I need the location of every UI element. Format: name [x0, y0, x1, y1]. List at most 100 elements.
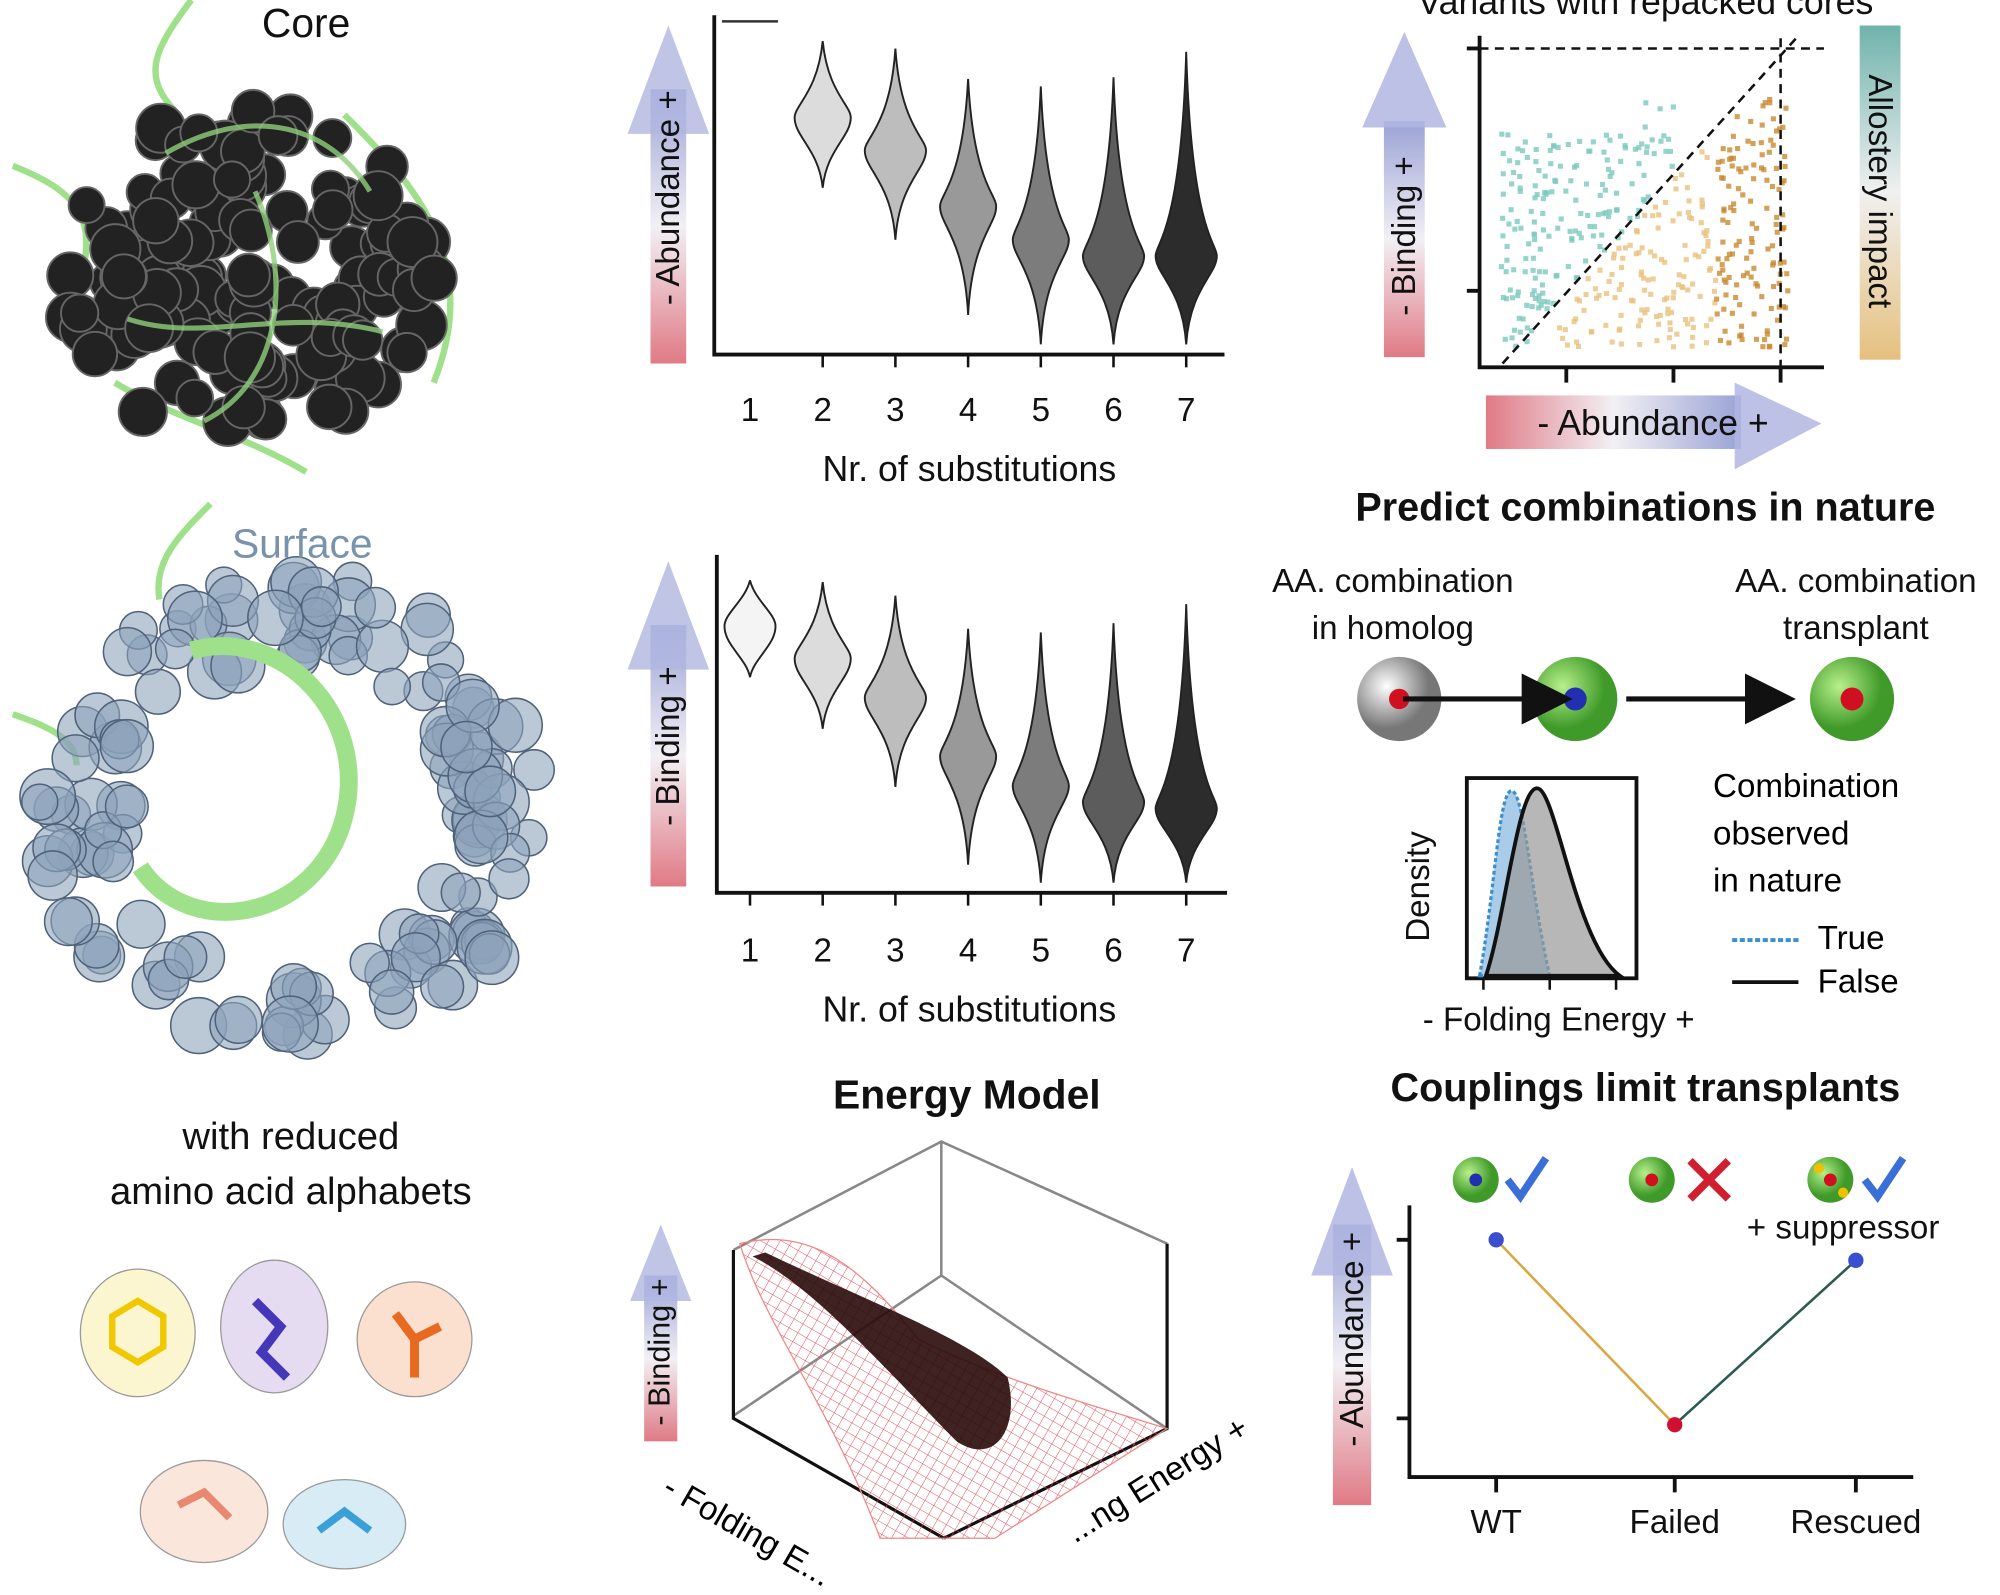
- scatter-point: [1727, 147, 1733, 153]
- scatter-point: [1699, 204, 1705, 210]
- scatter-point: [1776, 304, 1782, 310]
- scatter-point: [1720, 239, 1726, 245]
- scatter-point: [1682, 242, 1688, 248]
- scatter-point: [1656, 321, 1662, 327]
- scatter-point: [1684, 185, 1690, 191]
- energy-model-zlabel: - Binding +: [642, 1278, 678, 1426]
- abundance-arrow-head: [627, 25, 710, 134]
- scatter-point: [1611, 251, 1617, 257]
- scatter-point: [1768, 137, 1774, 143]
- surface-atom: [51, 734, 100, 783]
- scatter-point: [1529, 291, 1536, 298]
- scatter-point: [1532, 275, 1538, 281]
- scatter-point: [1618, 312, 1624, 318]
- scatter-point: [1657, 106, 1663, 112]
- scatter-point: [1748, 274, 1754, 280]
- scatter-point: [1603, 322, 1609, 328]
- scatter-point: [1717, 337, 1724, 343]
- scatter-point: [1532, 237, 1538, 243]
- scatter-point: [1652, 204, 1658, 210]
- scatter-point: [1571, 164, 1578, 170]
- scatter-point: [1779, 180, 1785, 186]
- scatter-point: [1499, 131, 1505, 137]
- scatter-point: [1739, 336, 1745, 342]
- scatter-point: [1744, 255, 1750, 261]
- scatter-point: [1574, 296, 1580, 302]
- scatter-point: [1773, 221, 1779, 228]
- scatter-point: [1781, 224, 1787, 231]
- scatter-point: [1661, 133, 1667, 139]
- scatter-point: [1711, 288, 1717, 294]
- violin-4: [939, 628, 998, 865]
- surface-atom: [390, 932, 441, 983]
- scatter-point: [1780, 304, 1786, 310]
- scatter-point: [1536, 293, 1542, 299]
- core-protein-structure: [11, 0, 458, 475]
- scatter-point: [1774, 214, 1780, 220]
- surface-label: Surface: [231, 520, 373, 567]
- scatter-point: [1574, 275, 1581, 281]
- scatter-point: [1602, 187, 1608, 193]
- scatter-point: [1651, 151, 1657, 157]
- scatter-point: [1740, 273, 1747, 279]
- alphabet-label-line1: with reduced: [182, 1116, 400, 1159]
- scatter-point: [1531, 232, 1537, 238]
- x-tick-label: 3: [886, 931, 905, 970]
- violin-2: [793, 41, 852, 188]
- density-xlabel: - Folding Energy +: [1422, 999, 1695, 1039]
- scatter-point: [1738, 169, 1744, 175]
- scatter-point: [1573, 197, 1579, 203]
- scatter-point: [1734, 114, 1740, 120]
- surface-atom: [21, 783, 59, 821]
- scatter-point: [1753, 336, 1760, 342]
- scatter-point: [1555, 225, 1561, 231]
- scatter-point: [1524, 339, 1530, 345]
- scatter-point: [1550, 143, 1557, 149]
- scatter-point: [1667, 326, 1673, 333]
- scatter-point: [1729, 163, 1735, 169]
- scatter-point: [1648, 249, 1654, 255]
- scatter-point: [1748, 118, 1754, 124]
- scatter-point: [1540, 227, 1546, 233]
- scatter-point: [1770, 262, 1776, 268]
- scatter-point: [1676, 211, 1682, 217]
- violin-4: [939, 78, 998, 315]
- scatter-point: [1636, 250, 1642, 256]
- scatter-point: [1616, 245, 1622, 251]
- point-wt: [1488, 1232, 1504, 1248]
- scatter-point: [1773, 165, 1779, 171]
- scatter-point: [1716, 270, 1723, 276]
- scatter-point: [1592, 286, 1598, 292]
- violin-6: [1081, 623, 1146, 883]
- scatter-point: [1768, 305, 1774, 312]
- surface-atom: [92, 840, 135, 883]
- scatter-point: [1784, 271, 1790, 277]
- scatter-point: [1667, 148, 1674, 154]
- scatter-point: [1689, 281, 1696, 287]
- scatter-point: [1726, 183, 1732, 189]
- scatter-point: [1530, 255, 1536, 261]
- predict-diagram: [1357, 656, 1895, 990]
- scatter-point: [1726, 251, 1732, 257]
- scatter-point: [1523, 256, 1529, 262]
- scatter-point: [1511, 327, 1517, 333]
- scatter-point: [1606, 214, 1612, 220]
- scatter-point: [1769, 183, 1776, 189]
- core-atom: [175, 378, 215, 418]
- surface-atom: [453, 809, 509, 865]
- scatter-point: [1533, 146, 1539, 153]
- scatter-point: [1532, 183, 1538, 189]
- scatter-point: [1715, 256, 1721, 262]
- violin-7: [1154, 604, 1218, 883]
- core-atom: [312, 189, 354, 231]
- scatter-point: [1604, 290, 1610, 297]
- scatter-point: [1553, 273, 1559, 279]
- scatter-point: [1759, 122, 1765, 128]
- scatter-point: [1714, 311, 1720, 317]
- scatter-point: [1564, 342, 1570, 348]
- scatter-point: [1739, 323, 1745, 329]
- scatter-point: [1592, 224, 1598, 230]
- scatter-point: [1767, 96, 1773, 103]
- scatter-point: [1781, 259, 1787, 265]
